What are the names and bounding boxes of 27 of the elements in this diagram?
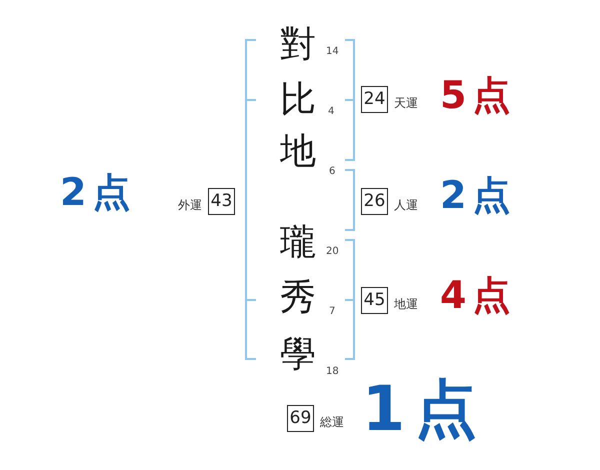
name-character: 對 bbox=[280, 27, 316, 63]
name-character: 學 bbox=[280, 337, 316, 373]
fortune-number-box: 43 bbox=[208, 188, 235, 215]
score-text: 4点 bbox=[440, 276, 516, 314]
stroke-count: 18 bbox=[326, 367, 339, 377]
fortune-label: 人運 bbox=[394, 198, 418, 210]
score-text: 2点 bbox=[440, 176, 516, 214]
stroke-count: 7 bbox=[329, 307, 336, 317]
name-character: 比 bbox=[280, 82, 316, 118]
stroke-count: 6 bbox=[329, 167, 336, 177]
name-character: 地 bbox=[280, 134, 316, 170]
fortune-number-box: 45 bbox=[361, 287, 388, 314]
score-text: 2点 bbox=[60, 173, 136, 211]
score-text: 1点 bbox=[362, 378, 488, 440]
fortune-label: 外運 bbox=[178, 198, 202, 210]
stroke-count: 14 bbox=[326, 47, 339, 57]
fortune-label: 地運 bbox=[394, 298, 418, 310]
fortune-label: 総運 bbox=[320, 416, 344, 428]
fortune-number-box: 24 bbox=[361, 86, 388, 113]
fortune-number-box: 69 bbox=[287, 405, 314, 432]
stroke-count: 20 bbox=[326, 247, 339, 257]
score-text: 5点 bbox=[440, 76, 516, 114]
name-character: 秀 bbox=[280, 280, 316, 316]
fortune-label: 天運 bbox=[394, 96, 418, 108]
name-character: 瓏 bbox=[280, 225, 316, 261]
stroke-count: 4 bbox=[328, 107, 334, 117]
fortune-number-box: 26 bbox=[361, 188, 388, 215]
